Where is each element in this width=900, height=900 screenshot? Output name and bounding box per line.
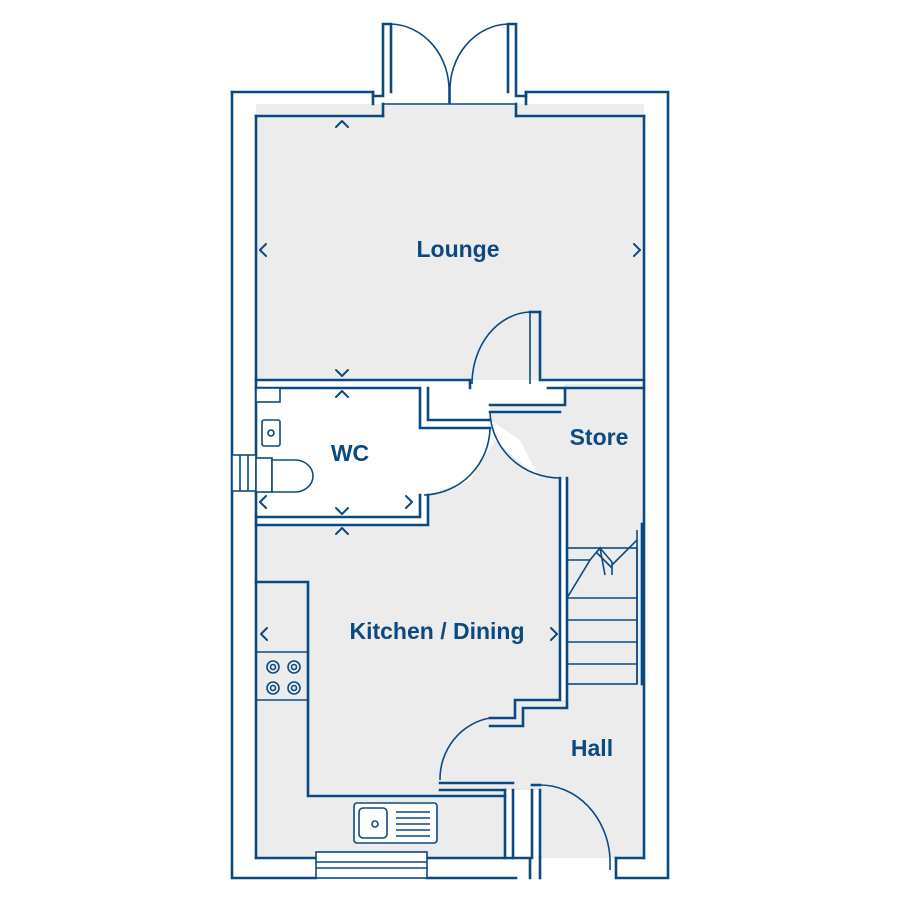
room-label-hall: Hall [571,735,613,761]
staircase [566,522,644,686]
wc-fixtures [255,387,314,493]
room-label-store: Store [570,424,629,450]
patio-doors [371,22,528,104]
interior-walls [254,310,646,860]
wc-cistern [255,457,273,493]
kitchen-units [254,580,507,844]
hall-floor [440,530,644,858]
room-labels: Lounge WC Store Kitchen / Dining Hall [331,236,629,761]
wc-cistern-shelf [255,387,281,403]
store-floor [490,384,644,548]
toilet-icon [271,459,314,493]
door-swings [423,311,611,870]
room-label-wc: WC [331,440,369,466]
dimension-markers [259,120,641,641]
room-floors [256,104,644,858]
kitchen-floor [256,440,560,858]
wc-window [231,454,257,492]
front-window [315,851,428,879]
sink-icon [353,802,438,844]
hob-icon [266,660,301,695]
lounge-floor [256,104,644,380]
room-label-lounge: Lounge [416,236,499,262]
wc-basin [261,419,281,447]
room-label-kitchen-dining: Kitchen / Dining [349,618,524,644]
